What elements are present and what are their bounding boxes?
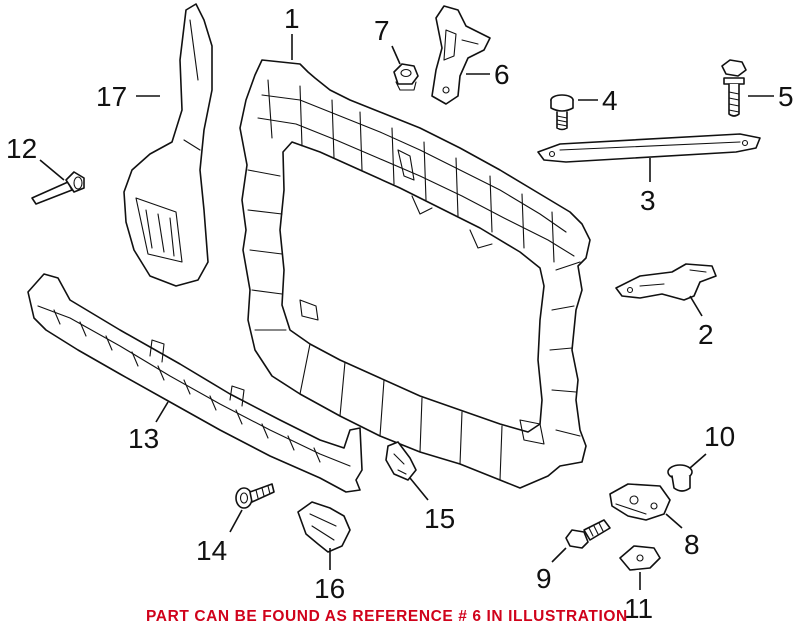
leader-9	[551, 547, 567, 563]
footer-note: PART CAN BE FOUND AS REFERENCE # 6 IN IL…	[146, 608, 628, 625]
leader-10	[689, 453, 707, 469]
callout-14: 14	[196, 535, 227, 566]
leader-8	[665, 513, 683, 529]
part-11-bracket	[619, 545, 661, 571]
leader-15	[409, 477, 429, 501]
leader-2	[689, 295, 703, 317]
leader-13	[155, 401, 169, 423]
part-8-plate	[609, 483, 671, 521]
callout-4: 4	[602, 85, 618, 116]
callout-11: 11	[624, 593, 653, 624]
part-17-air-duct	[123, 3, 213, 287]
part-12-rivet	[31, 171, 85, 205]
callout-16: 16	[314, 573, 345, 604]
part-7-nut	[393, 63, 419, 91]
part-5-bolt	[721, 59, 747, 117]
callout-9: 9	[536, 563, 552, 594]
part-3-brace	[537, 133, 761, 163]
part-15-clip	[385, 441, 417, 481]
leader-12	[39, 159, 65, 181]
callout-5: 5	[778, 81, 794, 112]
part-2-bracket	[615, 263, 717, 301]
callout-10: 10	[704, 421, 735, 452]
part-9-screw	[565, 519, 611, 549]
callout-3: 3	[640, 185, 656, 216]
callout-17: 17	[96, 81, 127, 112]
callout-12: 12	[6, 133, 37, 164]
callout-labels: 1 2 3 4 5 6 7 8 9 10 11 12 13 14 15 16 1…	[6, 3, 794, 624]
callout-2: 2	[698, 319, 714, 350]
callout-8: 8	[684, 529, 700, 560]
part-14-bolt	[235, 483, 275, 509]
part-6-bracket	[431, 5, 491, 105]
callout-7: 7	[374, 15, 390, 46]
callout-6: 6	[494, 59, 510, 90]
part-4-bolt	[550, 94, 574, 131]
callout-15: 15	[424, 503, 455, 534]
part-16-deflector	[297, 501, 351, 553]
part-10-clip	[667, 464, 693, 492]
callout-1: 1	[284, 3, 300, 34]
leader-7	[391, 45, 401, 65]
part-1-radiator-support	[239, 59, 591, 489]
leader-14	[229, 509, 243, 533]
callout-13: 13	[128, 423, 159, 454]
part-13-lower-bar	[27, 273, 363, 493]
leader-lines	[39, 34, 774, 590]
